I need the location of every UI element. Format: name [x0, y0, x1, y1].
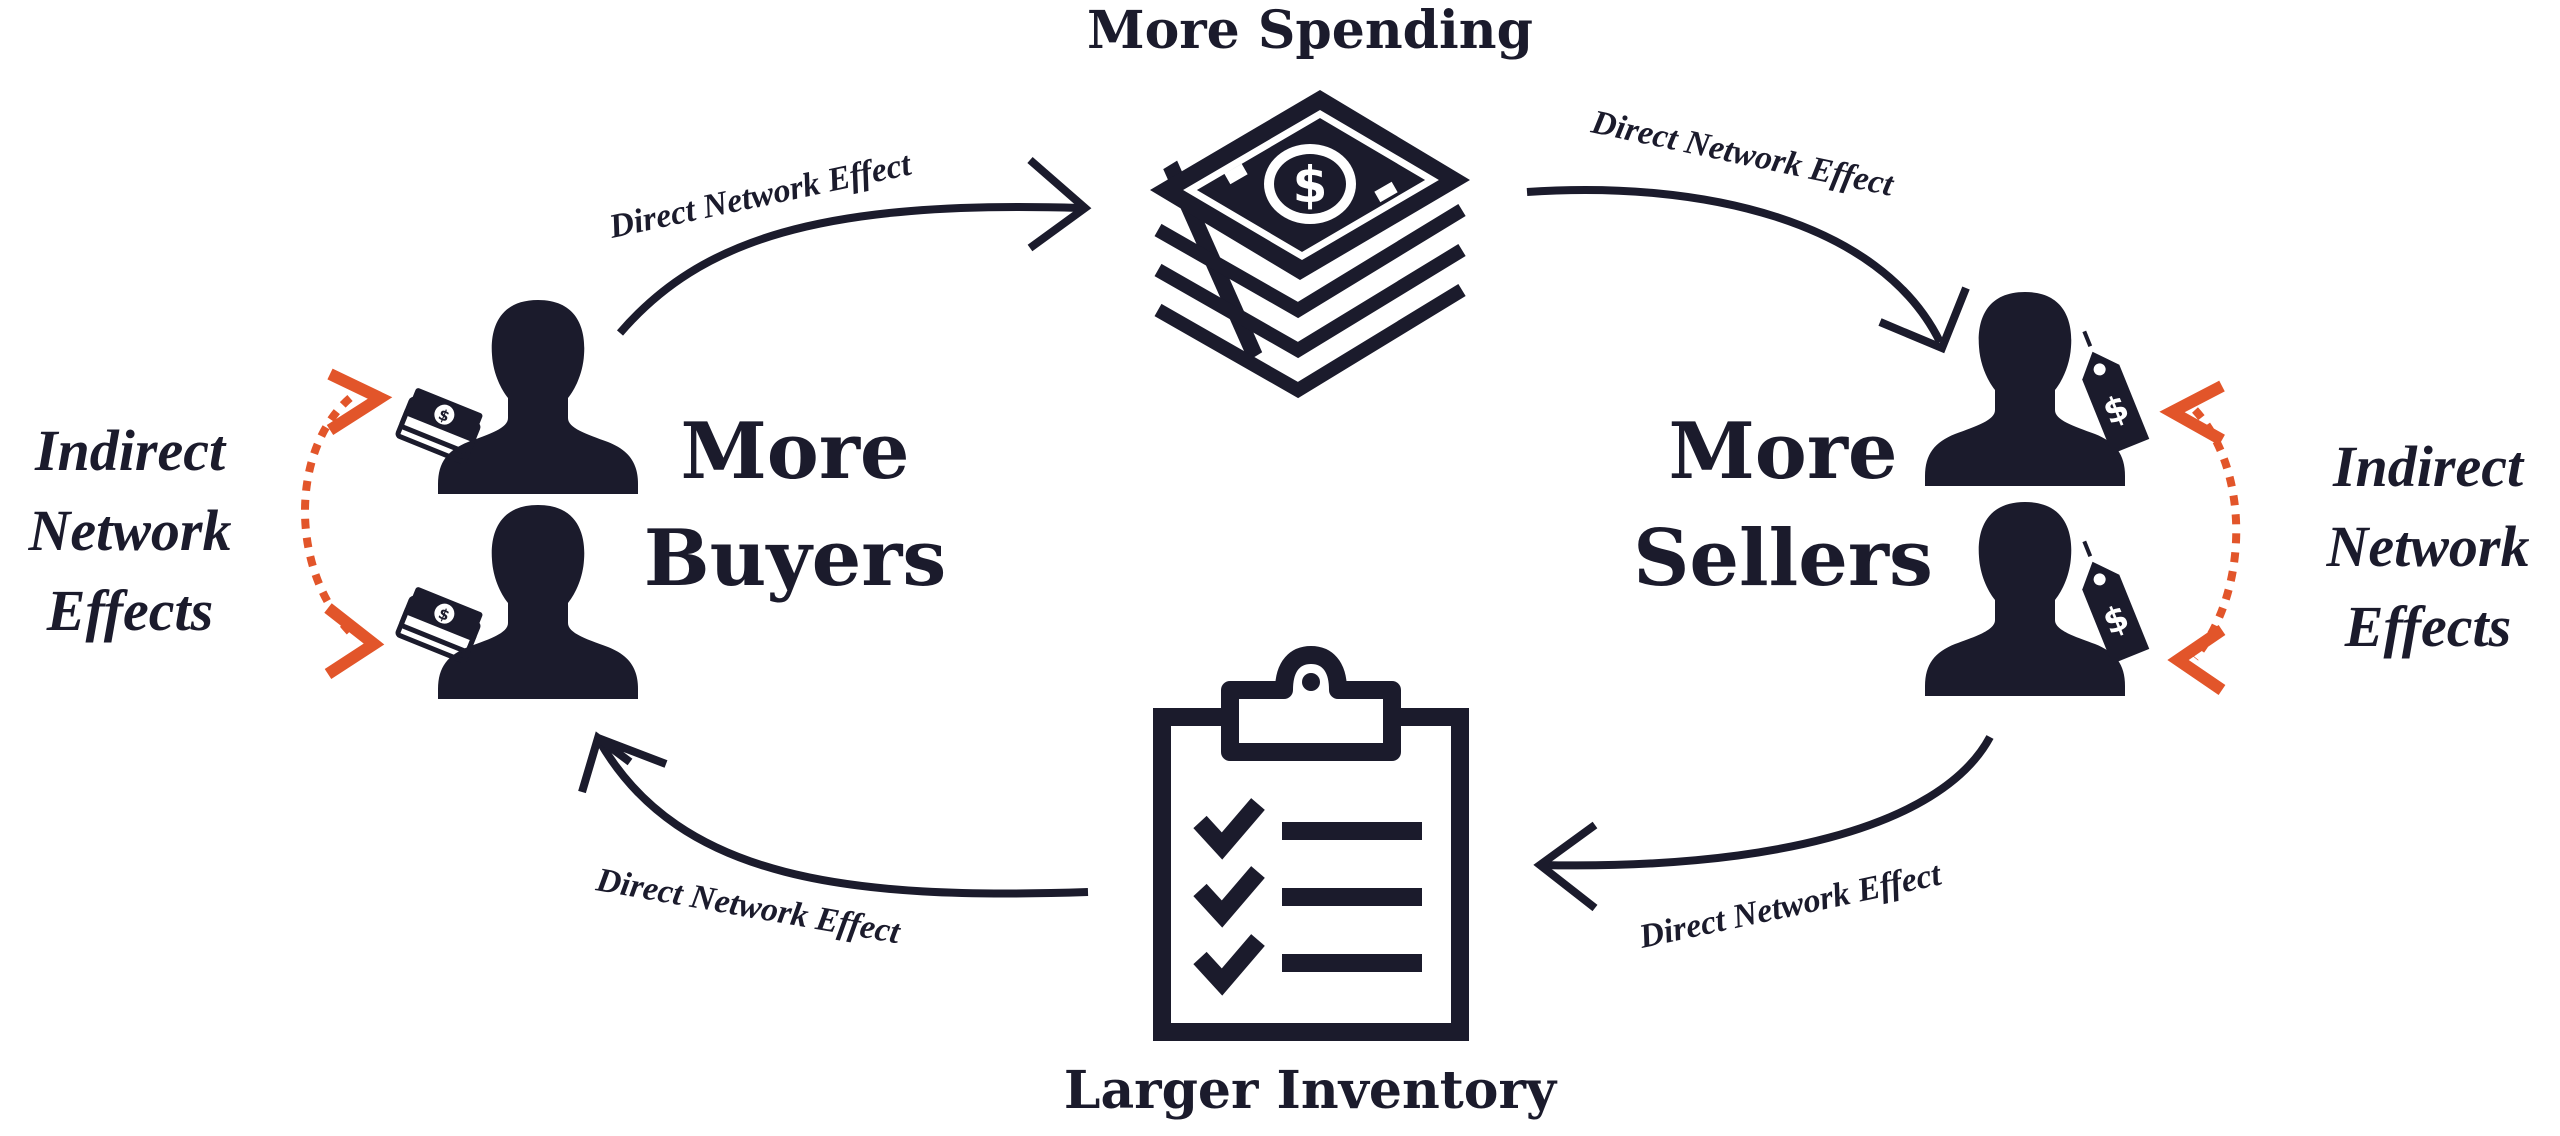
indirect-arrow-head-right-bottom: [2167, 625, 2226, 695]
arrow-buyers-to-spending: [616, 203, 1081, 336]
node-more-buyers-line1: More: [680, 406, 909, 497]
clipboard-checklist-icon: [1153, 646, 1469, 1041]
money-stack-icon-small-top: [397, 387, 483, 462]
arrow-head-buyers-to-spending: [1027, 156, 1092, 252]
svg-text:$: $: [1293, 156, 1328, 214]
indirect-label-right-line1: Indirect: [2332, 434, 2525, 499]
indirect-label-right-line3: Effects: [2344, 594, 2511, 659]
money-stack-icon-small-bottom: [397, 586, 483, 661]
node-more-sellers-line1: More: [1668, 406, 1897, 497]
indirect-arrow-head-left-bottom: [324, 603, 385, 680]
arrow-head-inventory-to-buyers: [578, 731, 668, 794]
node-more-spending: More Spending: [1087, 0, 1533, 61]
indirect-label-left-line2: Network: [28, 498, 232, 563]
edge-label-sellers-to-inventory: Direct Network Effect: [1635, 855, 1946, 956]
indirect-arrow-head-right-top: [2159, 380, 2225, 446]
indirect-arrow-left: [301, 394, 353, 635]
arrow-sellers-to-inventory: [1539, 735, 1994, 870]
indirect-label-left-line1: Indirect: [34, 418, 227, 483]
edge-label-inventory-to-buyers: Direct Network Effect: [593, 861, 904, 951]
arrow-spending-to-sellers: [1526, 186, 1944, 344]
indirect-label-left-line3: Effects: [46, 578, 213, 643]
edge-label-buyers-to-spending: Direct Network Effect: [605, 145, 916, 246]
indirect-arrow-right: [2191, 407, 2241, 661]
arrow-head-sellers-to-inventory: [1533, 821, 1598, 912]
indirect-arrow-head-left-top: [326, 368, 393, 436]
buyer-person-icon-bottom: [438, 505, 638, 699]
node-more-buyers-line2: Buyers: [644, 513, 947, 604]
node-larger-inventory: Larger Inventory: [1064, 1060, 1558, 1121]
node-more-sellers-line2: Sellers: [1633, 513, 1933, 604]
arrow-inventory-to-buyers: [596, 739, 1089, 898]
buyer-person-icon-top: [438, 300, 638, 494]
arrow-head-spending-to-sellers: [1878, 286, 1970, 354]
indirect-label-right-line2: Network: [2326, 514, 2530, 579]
money-stack-icon: $: [1150, 90, 1470, 399]
